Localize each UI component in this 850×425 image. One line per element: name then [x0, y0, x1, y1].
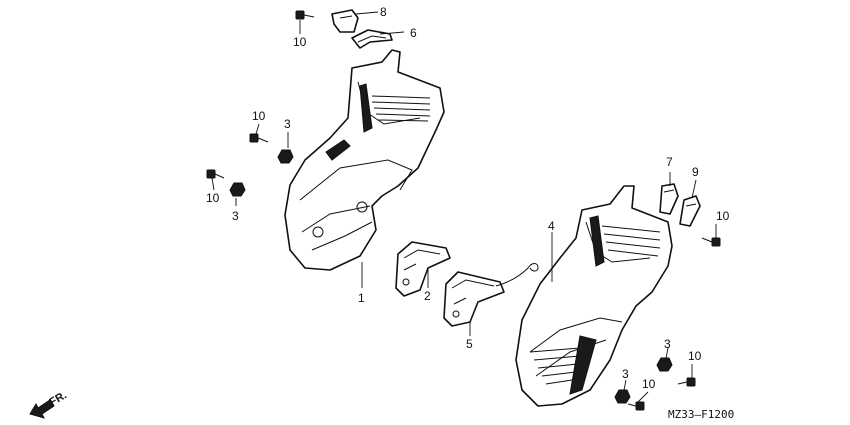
callout-10: 10 [293, 35, 307, 49]
leader-lines [211, 11, 717, 403]
clip-part-7 [659, 183, 679, 215]
front-direction-indicator: FR. [29, 389, 69, 419]
callout-10: 10 [688, 349, 702, 363]
nut-icon [277, 149, 294, 164]
callout-3: 3 [284, 117, 291, 131]
callout-8: 8 [380, 5, 387, 19]
nut-icon [656, 357, 673, 372]
bracket-part-5 [443, 263, 539, 327]
right-side-cover [515, 185, 673, 407]
bolt-icon [701, 237, 721, 247]
right-cover-front-vents [529, 335, 597, 395]
callout-10: 10 [642, 377, 656, 391]
bolt-icon [677, 377, 696, 387]
drawing-code: MZ33—F1200 [668, 408, 734, 421]
bolt-icon [295, 10, 315, 20]
callout-6: 6 [410, 26, 417, 40]
clip-part-6 [351, 29, 393, 49]
nut-icon [614, 389, 631, 404]
callout-10: 10 [716, 209, 730, 223]
clip-part-9 [679, 195, 701, 227]
callout-3: 3 [232, 209, 239, 223]
bracket-part-2 [395, 241, 451, 297]
bolt-icon [627, 401, 645, 411]
spring-wire [495, 263, 539, 287]
callout-9: 9 [692, 165, 699, 179]
callout-1: 1 [358, 291, 365, 305]
left-cover-grommet-1 [312, 226, 324, 238]
front-label: FR. [48, 389, 69, 408]
bolt-icon [206, 169, 225, 179]
callout-labels: 1 2 3 3 3 3 4 5 6 7 8 9 10 10 10 10 10 1… [206, 5, 730, 391]
callout-10: 10 [252, 109, 266, 123]
callout-10: 10 [206, 191, 220, 205]
callout-7: 7 [666, 155, 673, 169]
callout-3: 3 [622, 367, 629, 381]
right-cover-side-vents [589, 215, 661, 267]
left-side-cover [284, 49, 445, 271]
callout-2: 2 [424, 289, 431, 303]
front-arrow-icon [29, 399, 55, 419]
clip-part-8 [331, 9, 359, 33]
left-cover-grommet-2 [356, 201, 368, 213]
left-cover-vents [359, 83, 431, 133]
nut-icon [229, 182, 246, 197]
callout-5: 5 [466, 337, 473, 351]
bolt-icon [249, 133, 269, 143]
callout-3: 3 [664, 337, 671, 351]
callout-4: 4 [548, 219, 555, 233]
